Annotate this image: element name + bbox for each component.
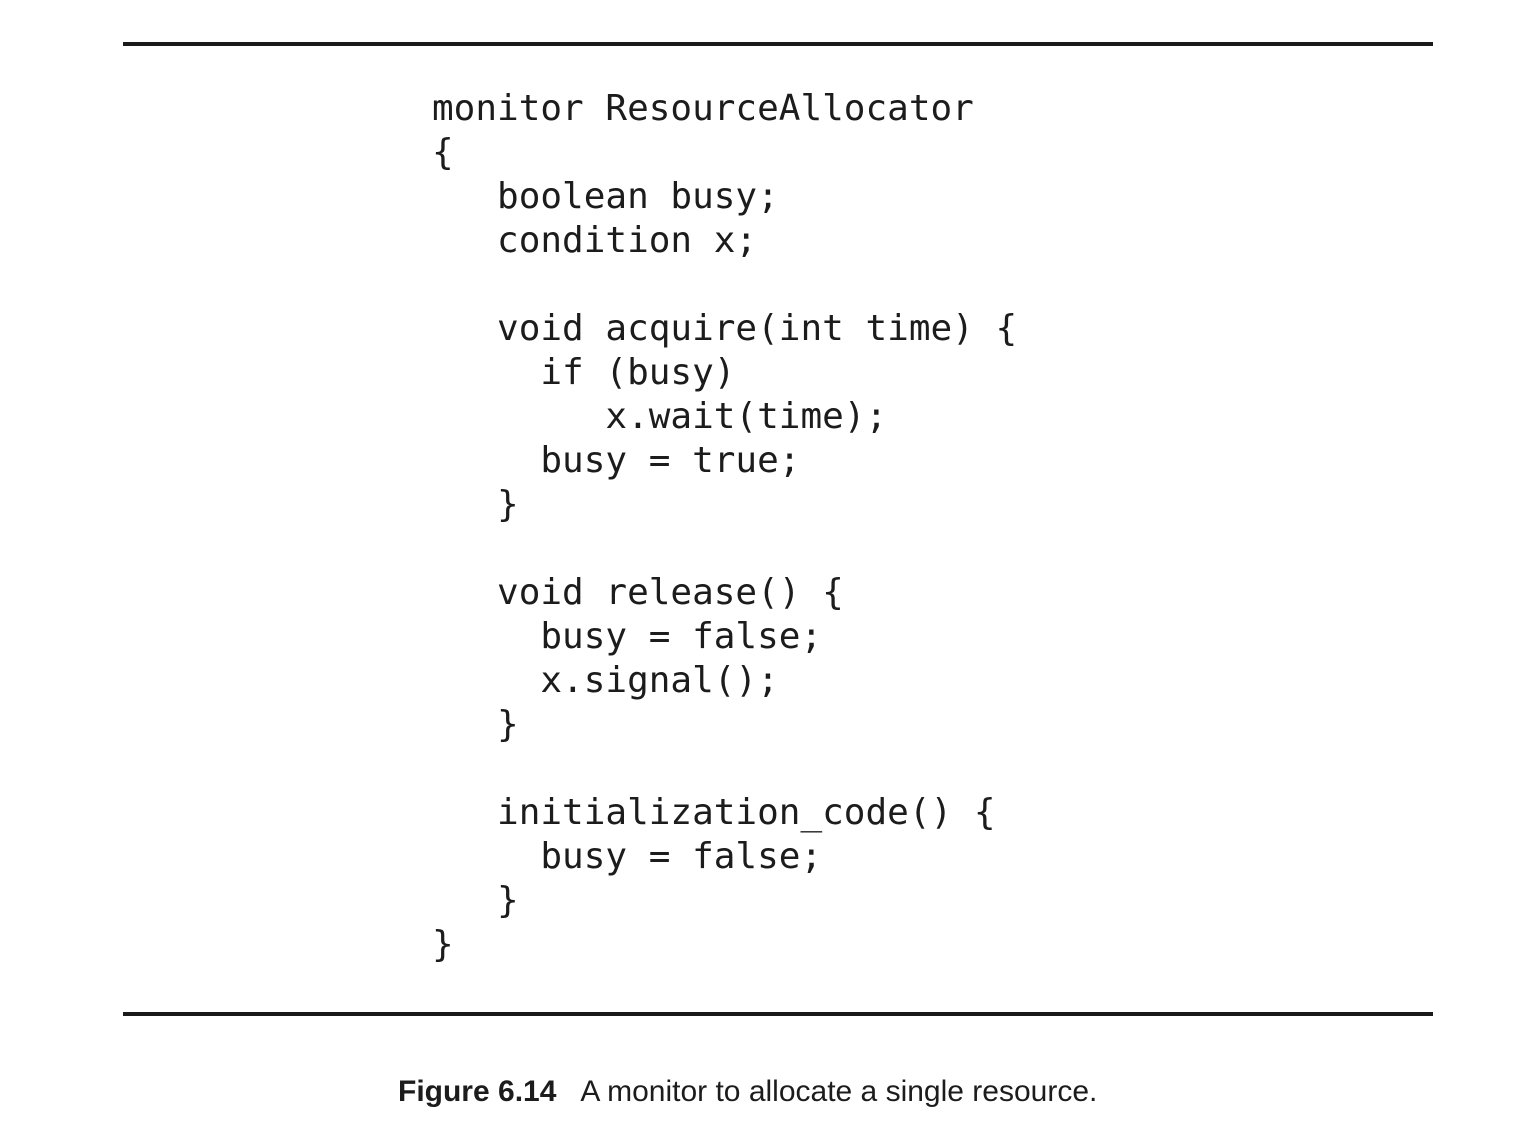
code-line [432, 263, 1017, 307]
code-line [432, 527, 1017, 571]
code-line: { [432, 132, 454, 173]
monitor-code-listing: monitor ResourceAllocator{ boolean busy;… [432, 87, 1017, 967]
code-line: x.signal(); [432, 660, 779, 701]
code-line [432, 747, 1017, 791]
code-line: x.wait(time); [432, 396, 888, 437]
code-line: } [432, 484, 519, 525]
figure-caption-label: Figure 6.14 [398, 1075, 557, 1108]
code-line: } [432, 880, 519, 921]
code-line: if (busy) [432, 352, 736, 393]
code-line: busy = false; [432, 616, 823, 657]
code-line: busy = true; [432, 440, 801, 481]
figure-top-rule [123, 42, 1433, 46]
code-line: void release() { [432, 572, 844, 613]
code-line: busy = false; [432, 836, 823, 877]
figure-bottom-rule [123, 1012, 1433, 1016]
figure-caption-text: A monitor to allocate a single resource. [580, 1075, 1098, 1108]
code-line: initialization_code() { [432, 792, 996, 833]
code-line: } [432, 704, 519, 745]
code-line: boolean busy; [432, 176, 779, 217]
code-line: condition x; [432, 220, 758, 261]
code-line: } [432, 924, 454, 965]
code-line: void acquire(int time) { [432, 308, 1018, 349]
code-line: monitor ResourceAllocator [432, 88, 974, 129]
figure-caption: Figure 6.14 A monitor to allocate a singl… [398, 1074, 1097, 1110]
